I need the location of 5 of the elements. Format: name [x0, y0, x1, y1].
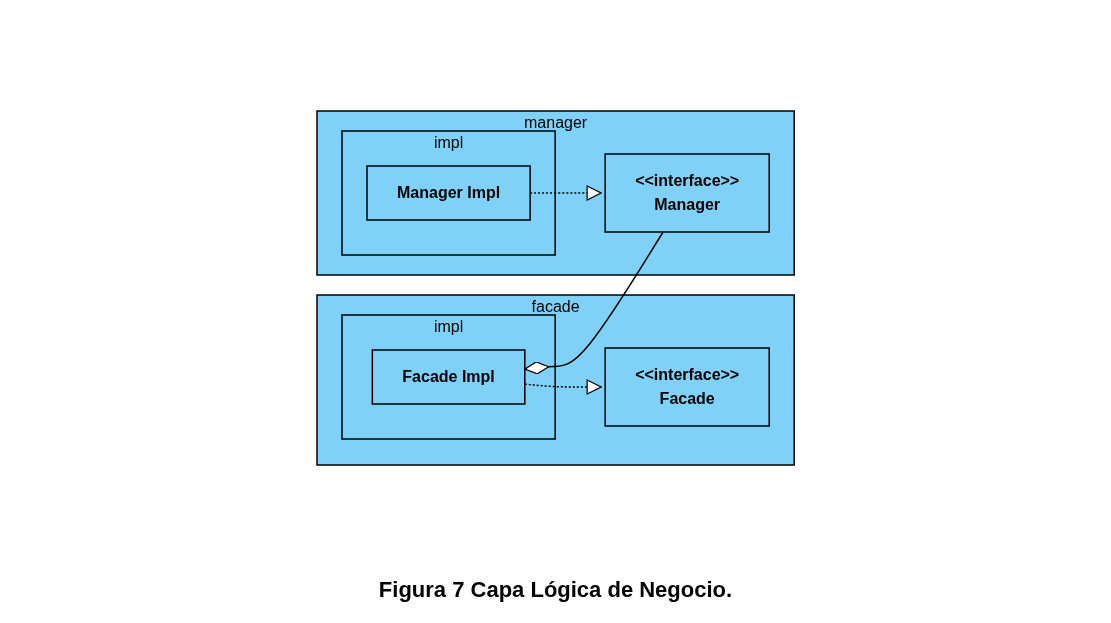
node-box: <<interface>> Manager	[604, 152, 770, 233]
node-box: Facade Impl	[371, 348, 526, 405]
node-box: Manager Impl	[366, 164, 531, 221]
figure-caption: Figura 7 Capa Lógica de Negocio.	[378, 577, 733, 603]
node-box: <<interface>> Facade	[604, 346, 770, 427]
